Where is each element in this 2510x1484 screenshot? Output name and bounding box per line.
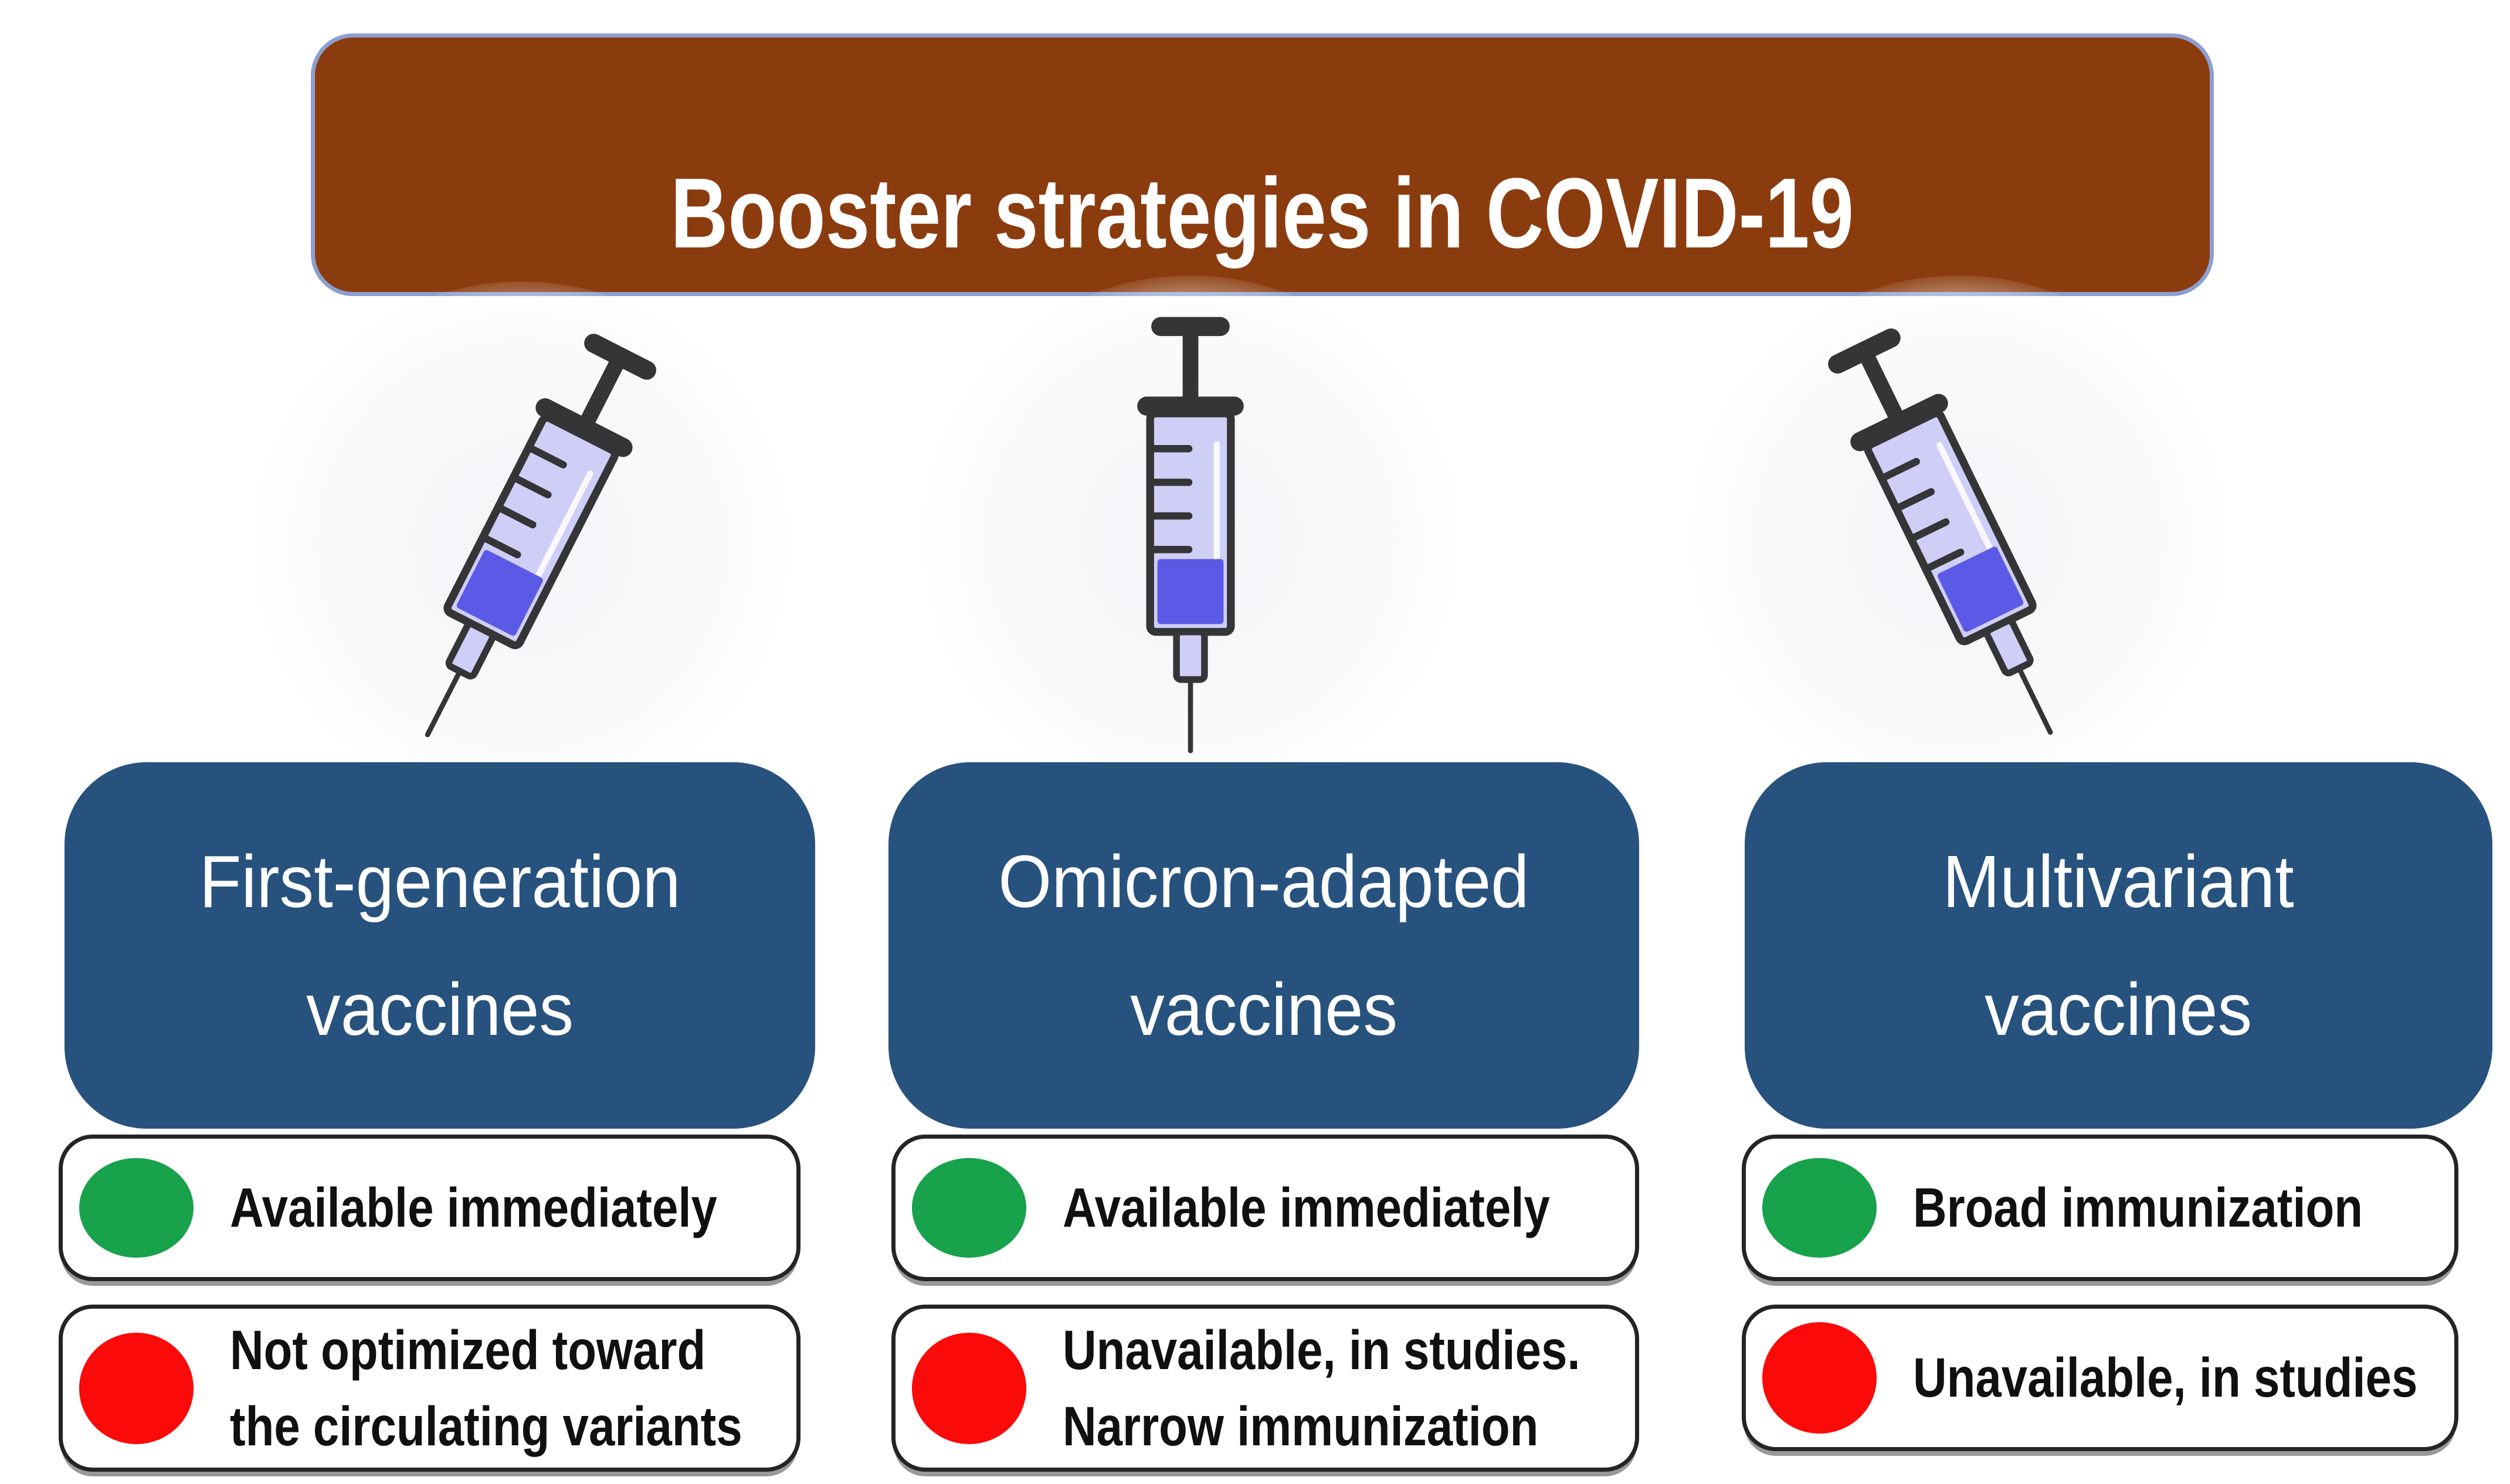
- status-box-negative: Unavailable, in studies. Narrow immuniza…: [891, 1305, 1639, 1472]
- page-title: Booster strategies in COVID-19: [670, 157, 1854, 269]
- vaccine-category-box: Multivariant vaccines: [1745, 762, 2492, 1129]
- title-banner: Booster strategies in COVID-19: [311, 33, 2214, 296]
- status-box-negative: Not optimized toward the circulating var…: [59, 1305, 801, 1472]
- status-text: Unavailable, in studies. Narrow immuniza…: [1063, 1312, 1580, 1465]
- status-text: Not optimized toward the circulating var…: [230, 1312, 742, 1465]
- category-title-line: Multivariant: [1942, 840, 2295, 923]
- status-text: Available immediately: [1063, 1170, 1550, 1246]
- category-title-line: vaccines: [1130, 967, 1398, 1051]
- category-title-line: vaccines: [306, 967, 574, 1051]
- status-box-positive: Broad immunization: [1742, 1135, 2458, 1281]
- status-box-positive: Available immediately: [59, 1135, 801, 1281]
- status-line: Not optimized toward: [230, 1319, 706, 1381]
- vaccine-category-box: First-generation vaccines: [65, 762, 815, 1129]
- status-line: Narrow immunization: [1063, 1395, 1539, 1458]
- syringe-icon: [1120, 313, 1261, 755]
- status-text: Broad immunization: [1913, 1170, 2363, 1246]
- status-line: Broad immunization: [1913, 1177, 2363, 1239]
- status-line: the circulating variants: [230, 1395, 742, 1458]
- green-dot-icon: [912, 1158, 1026, 1258]
- status-line: Available immediately: [1063, 1177, 1550, 1239]
- category-title-line: First-generation: [199, 840, 681, 923]
- green-dot-icon: [1762, 1158, 1877, 1258]
- vaccine-category-box: Omicron-adapted vaccines: [888, 762, 1639, 1129]
- status-line: Available immediately: [230, 1177, 717, 1239]
- red-dot-icon: [79, 1332, 194, 1444]
- status-line: Unavailable, in studies: [1913, 1347, 2418, 1409]
- status-box-positive: Available immediately: [891, 1135, 1639, 1281]
- red-dot-icon: [912, 1332, 1026, 1444]
- status-text: Available immediately: [230, 1170, 717, 1246]
- status-text: Unavailable, in studies: [1913, 1340, 2417, 1416]
- status-line: Unavailable, in studies.: [1063, 1319, 1580, 1381]
- category-title-line: Omicron-adapted: [998, 840, 1529, 923]
- status-box-negative: Unavailable, in studies: [1742, 1305, 2458, 1451]
- red-dot-icon: [1762, 1322, 1877, 1434]
- category-title-line: vaccines: [1985, 967, 2253, 1051]
- green-dot-icon: [79, 1158, 194, 1258]
